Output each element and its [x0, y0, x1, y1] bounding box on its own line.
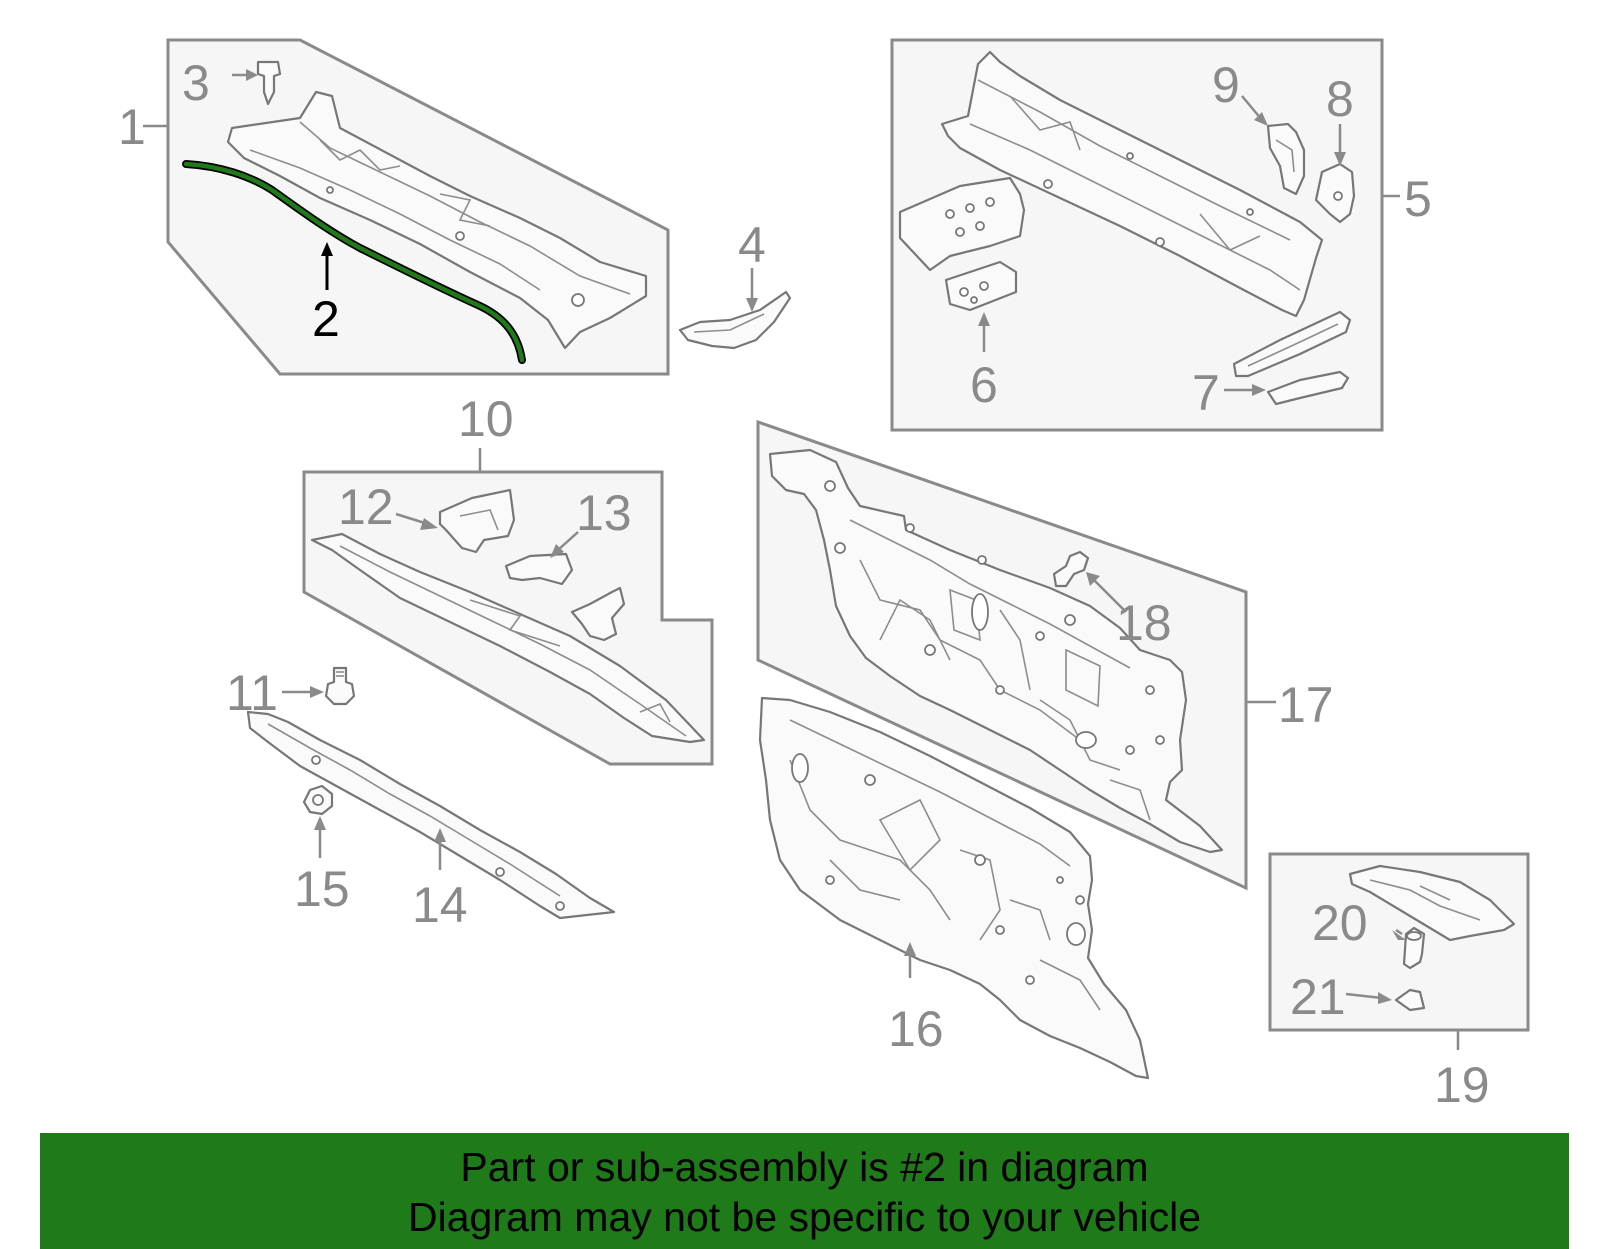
callout-4: 4	[738, 217, 766, 273]
bracket-13	[504, 552, 574, 586]
cowl-top-part	[226, 90, 648, 350]
callout-2: 2	[312, 291, 340, 347]
bracket-12	[438, 488, 516, 554]
cowl-inner-panel-5	[940, 50, 1324, 318]
callout-8: 8	[1326, 71, 1354, 127]
dash-insulator-16	[758, 696, 1150, 1080]
group-1-panel	[166, 38, 670, 376]
callout-5: 5	[1404, 171, 1432, 227]
bolt-11	[324, 666, 356, 706]
bracket-4	[678, 290, 792, 350]
callout-18: 18	[1116, 595, 1172, 651]
callout-1: 1	[118, 99, 146, 155]
callout-21: 21	[1290, 969, 1346, 1025]
info-banner: Part or sub-assembly is #2 in diagram Di…	[40, 1133, 1569, 1249]
callout-20: 20	[1312, 895, 1368, 951]
callout-19: 19	[1434, 1057, 1490, 1113]
group-19-panel	[1268, 852, 1530, 1032]
dash-panel-17	[768, 448, 1224, 854]
callout-3: 3	[182, 55, 210, 111]
callout-7: 7	[1192, 365, 1220, 421]
callout-12: 12	[338, 479, 394, 535]
group-5-panel	[890, 38, 1384, 432]
bracket-small	[570, 586, 626, 642]
callout-14: 14	[412, 877, 468, 933]
clip-21	[1394, 988, 1426, 1012]
clip-3	[256, 60, 282, 106]
callout-16: 16	[888, 1001, 944, 1057]
banner-part-note: Part or sub-assembly is #2 in diagram	[460, 1144, 1149, 1190]
group-17-panel	[756, 419, 1248, 891]
bolt-18	[1052, 550, 1090, 588]
callout-10: 10	[458, 391, 514, 447]
callout-9: 9	[1212, 57, 1240, 113]
cowl-side-member	[310, 532, 706, 744]
callout-13: 13	[576, 485, 632, 541]
reinforcement-7	[1266, 370, 1350, 406]
banner-disclaimer: Diagram may not be specific to your vehi…	[407, 1194, 1201, 1240]
reinforcement-7-upper	[1232, 310, 1352, 378]
callout-17: 17	[1278, 677, 1334, 733]
group-10-panel	[302, 470, 714, 766]
callout-15: 15	[294, 861, 350, 917]
callout-6: 6	[970, 357, 998, 413]
